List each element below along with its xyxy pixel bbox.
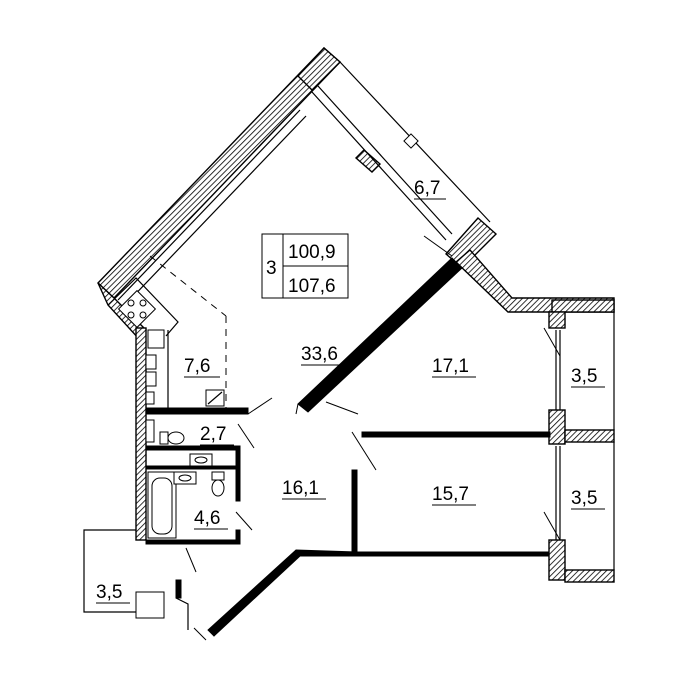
wall-balcony-mid [564,429,615,443]
wall-balcony-bottom [564,569,615,583]
stove-icon [117,289,157,329]
interior-walls [83,257,551,637]
wall-balcony-right-top [551,299,615,313]
label-bedroom-1: 17,1 [432,356,469,377]
toilet-icon [167,431,185,445]
windows [117,61,615,570]
kitchen-fixtures [107,255,227,408]
vent-box [205,389,225,407]
label-bedroom-2: 15,7 [432,484,469,505]
wall-kitchen-bottom [145,407,249,415]
exterior-walls [97,47,615,583]
wall-loggia-left [297,47,342,91]
wall-bath-bottom [145,539,241,545]
label-balcony-right-2: 3,5 [571,488,597,509]
apartment-summary: 3 100,9 107,6 [261,233,349,299]
wall-balcony-pillar-1 [548,311,566,329]
wall-toilet-bottom [145,445,239,451]
wall-hall-bedroom2 [351,469,358,553]
sink-icon [147,329,165,349]
toilet-2-icon [211,479,225,497]
area-total: 107,6 [288,276,336,297]
label-bathroom: 4,6 [194,508,220,529]
wall-bedroom-split [361,431,551,438]
label-hall: 16,1 [282,478,319,499]
wall-loggia-partition [354,149,382,173]
wall-south-right [356,551,550,557]
doors [185,235,561,641]
label-kitchen: 7,6 [184,356,210,377]
label-living-room: 33,6 [301,344,338,365]
rooms-count: 3 [266,258,277,279]
sanitary-fixtures [145,419,225,539]
wall-balcony-pillar-2 [548,409,566,445]
area-living-total: 100,9 [288,242,336,263]
label-toilet: 2,7 [200,424,226,445]
label-balcony-right-1: 3,5 [571,366,597,387]
wall-wc-bath [235,445,241,502]
wall-living-bedroom [297,257,463,413]
room-labels: 33,6 7,6 17,1 15,7 16,1 2,7 4,6 6,7 3,5 … [96,178,605,604]
wall-south [207,549,550,637]
label-loggia-top: 6,7 [414,178,440,199]
wall-east-upper [454,249,615,313]
balcony-left-outline [83,529,138,613]
wall-balcony-pillar-3 [548,539,566,581]
wall-west [135,327,147,541]
label-balcony-left: 3,5 [96,582,122,603]
